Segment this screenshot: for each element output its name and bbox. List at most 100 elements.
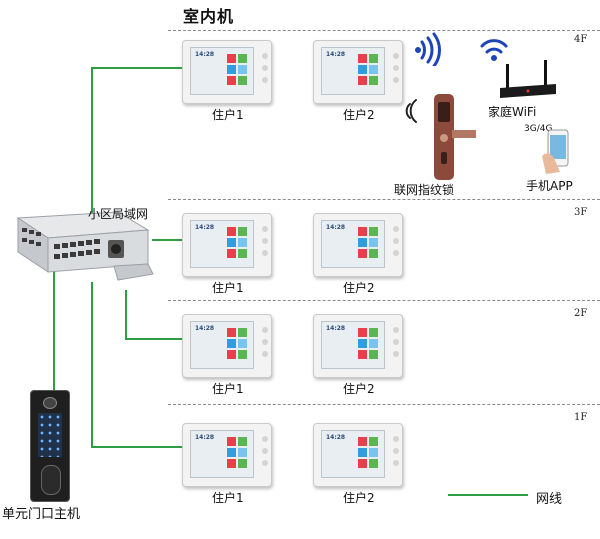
cable-4f [91,67,182,215]
monitor-app-tile [369,459,378,468]
monitor-app-tile [369,437,378,446]
monitor-app-tile [227,238,236,247]
monitor-button [262,250,268,256]
monitor-button [393,351,399,357]
monitor-app-tile [369,448,378,457]
monitor-app-tile [227,227,236,236]
monitor-button [393,53,399,59]
phone-network-label: 3G/4G [524,124,553,134]
monitor-button [262,448,268,454]
monitor-button [262,226,268,232]
monitor-clock: 14:28 [326,325,346,332]
monitor-screen: 14:28 [190,430,254,478]
monitor-screen: 14:28 [190,321,254,369]
monitor-app-tile [369,350,378,359]
monitor-app-tile [369,65,378,74]
monitor-app-tile [358,54,367,63]
monitor-screen: 14:28 [190,220,254,268]
wifi-router-label: 家庭WiFi [488,105,537,119]
monitor-app-tile [358,437,367,446]
monitor-app-tile [358,238,367,247]
monitor-app-tile [227,448,236,457]
monitor-app-tile [358,350,367,359]
monitor-button [393,65,399,71]
lock-signal-icon [405,99,417,123]
monitor-button [393,460,399,466]
monitor-button [262,460,268,466]
wifi-router-icon [500,60,556,98]
monitor-app-tile [369,328,378,337]
monitor-app-tile [358,459,367,468]
indoor-monitor: 14:28 [313,40,403,104]
indoor-monitor: 14:28 [182,423,272,487]
monitor-app-tile [369,249,378,258]
lan-switch-icon [16,211,154,281]
monitor-clock: 14:28 [195,51,215,58]
cable-1f [91,282,182,448]
monitor-app-tile [227,339,236,348]
monitor-clock: 14:28 [195,224,215,231]
monitor-clock: 14:28 [195,325,215,332]
monitor-app-tile [238,227,247,236]
monitor-button [393,250,399,256]
unit-label: 住户1 [212,382,244,396]
legend-label: 网线 [536,492,563,507]
monitor-button [262,436,268,442]
indoor-monitor: 14:28 [182,213,272,277]
monitor-app-tile [227,328,236,337]
unit-label: 住户2 [343,382,375,396]
floor-label-3f: 3F [574,207,588,218]
monitor-screen: 14:28 [321,47,385,95]
monitor-button [393,77,399,83]
monitor-app-tile [358,227,367,236]
monitor-app-tile [227,76,236,85]
floor-label-1f: 1F [574,412,588,423]
monitor-clock: 14:28 [195,434,215,441]
fingerprint-lock-label: 联网指纹锁 [394,183,455,197]
monitor-app-tile [227,249,236,258]
monitor-app-tile [238,65,247,74]
monitor-app-tile [369,339,378,348]
monitor-screen: 14:28 [321,430,385,478]
monitor-app-tile [369,227,378,236]
monitor-app-tile [238,448,247,457]
monitor-screen: 14:28 [321,220,385,268]
monitor-button [393,448,399,454]
door-station-icon [30,390,70,502]
door-station-label: 单元门口主机 [2,507,81,522]
monitor-button [262,351,268,357]
floor-divider-top [168,30,600,31]
monitor-button [393,238,399,244]
monitor-clock: 14:28 [326,434,346,441]
cable-2f [125,290,182,340]
monitor-app-tile [358,65,367,74]
monitor-app-tile [358,328,367,337]
router-wifi-signal-icon [480,39,508,61]
monitor-button [262,77,268,83]
lan-switch-label: 小区局域网 [88,207,149,221]
smartphone-icon [542,129,569,174]
monitor-clock: 14:28 [326,224,346,231]
monitor-button [262,238,268,244]
monitor-screen: 14:28 [321,321,385,369]
unit-label: 住户1 [212,491,244,505]
unit-label: 住户1 [212,281,244,295]
indoor-monitor: 14:28 [313,423,403,487]
indoor-monitor: 14:28 [182,314,272,378]
monitor-button [262,327,268,333]
floor-divider-3f [168,199,600,200]
monitor-button [393,436,399,442]
monitor-app-tile [369,54,378,63]
monitor-app-tile [227,459,236,468]
wifi-signal-icon [415,32,441,66]
monitor-button [393,226,399,232]
monitor-app-tile [369,76,378,85]
monitor-app-tile [238,238,247,247]
monitor-app-tile [227,65,236,74]
phone-app-label: 手机APP [526,179,573,193]
indoor-monitor: 14:28 [182,40,272,104]
unit-label: 住户2 [343,108,375,122]
monitor-app-tile [227,437,236,446]
monitor-button [393,339,399,345]
